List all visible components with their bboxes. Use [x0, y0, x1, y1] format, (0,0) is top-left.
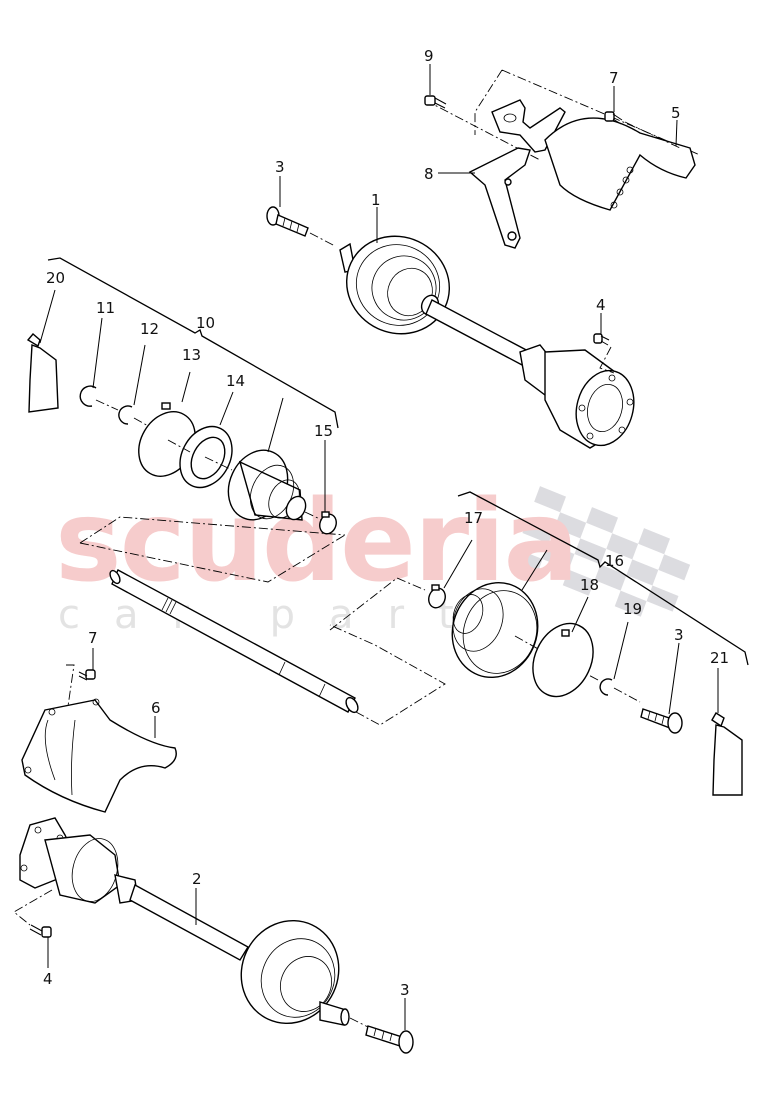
screw-7-lower-icon	[78, 669, 96, 681]
boot-kit-10	[26, 257, 339, 535]
callout-6: 6	[151, 699, 161, 717]
callout-8: 8	[424, 165, 434, 183]
grease-tube-21-icon	[711, 712, 743, 796]
callout-3-kit: 3	[674, 626, 684, 644]
lower-shield-assembly	[21, 664, 177, 813]
bolt-9-icon	[424, 95, 447, 109]
callout-11: 11	[96, 299, 115, 317]
callout-17: 17	[464, 509, 483, 527]
callout-3-upper: 3	[275, 158, 285, 176]
drive-shaft-upper	[266, 206, 635, 449]
callout-4-upper: 4	[596, 296, 606, 314]
callout-2: 2	[192, 870, 202, 888]
drive-shaft-lower	[13, 817, 414, 1054]
callout-3-lower: 3	[400, 981, 410, 999]
callout-7-upper: 7	[609, 69, 619, 87]
callout-10: 10	[196, 314, 215, 332]
callout-20: 20	[46, 269, 65, 287]
callout-15: 15	[314, 422, 333, 440]
callout-1: 1	[371, 191, 381, 209]
socket-screw-4-lower-icon	[29, 924, 52, 938]
screw-7-icon	[604, 111, 623, 125]
callout-19: 19	[623, 600, 642, 618]
boot-kit-16	[329, 491, 749, 796]
callout-12: 12	[140, 320, 159, 338]
callout-5: 5	[671, 104, 681, 122]
bracket-assembly	[424, 69, 701, 249]
grease-tube-20-icon	[26, 333, 59, 413]
socket-screw-4-upper-icon	[593, 333, 610, 346]
shaft-loose	[79, 516, 446, 726]
callout-7-lower: 7	[88, 629, 98, 647]
callout-16: 16	[605, 552, 624, 570]
bolt-3-kit-icon	[640, 708, 683, 734]
bolt-3-lower-icon	[365, 1025, 414, 1054]
callout-4-lower: 4	[43, 970, 53, 988]
callout-9: 9	[424, 47, 434, 65]
callout-13: 13	[182, 346, 201, 364]
callout-labels: 9 7 5 8 3 1 4 20 11 12 10 13 14 15 17 16…	[43, 47, 729, 999]
callout-18: 18	[580, 576, 599, 594]
leader-lines	[39, 64, 719, 1030]
bolt-3-upper-icon	[266, 206, 309, 237]
callout-14: 14	[226, 372, 245, 390]
callout-21: 21	[710, 649, 729, 667]
